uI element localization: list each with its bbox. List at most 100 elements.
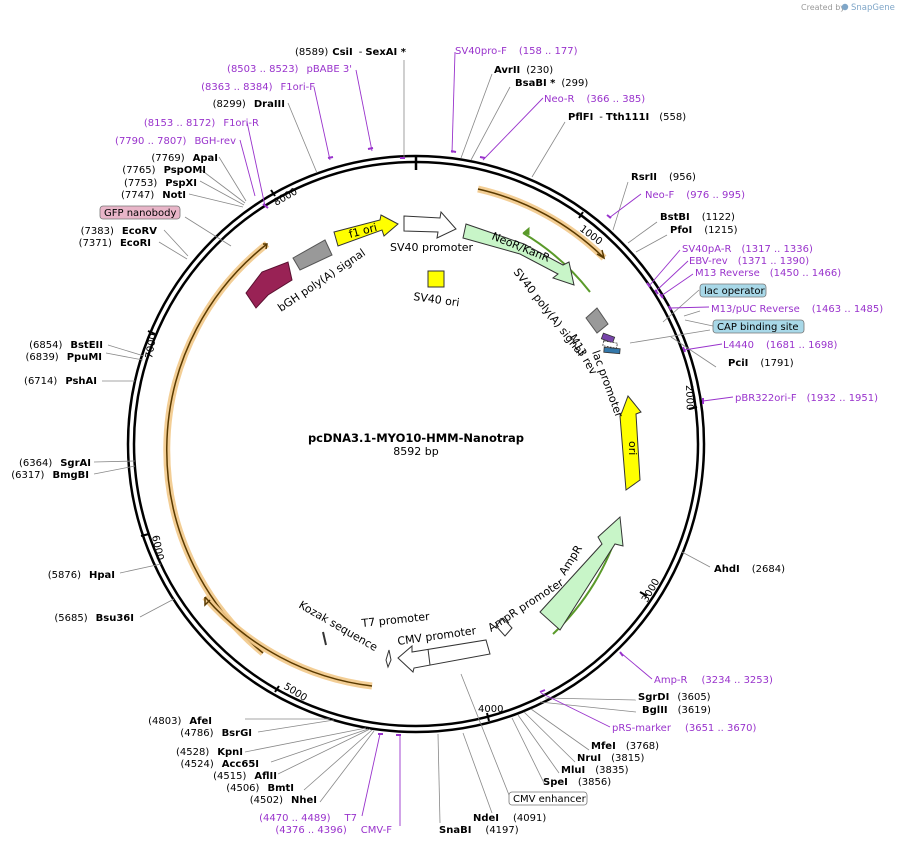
svg-text:M13 Reverse(1450 .. 1466): M13 Reverse(1450 .. 1466) xyxy=(695,268,841,279)
enzyme-pos: (4506) xyxy=(226,783,259,794)
svg-text:(7383)EcoRV: (7383)EcoRV xyxy=(81,226,158,237)
enzyme-pos: (3619) xyxy=(678,705,711,716)
enzyme-name: PfoI xyxy=(670,225,692,236)
enzyme-pos: (3768) xyxy=(626,741,659,752)
label-sv40-promoter: SV40 promoter xyxy=(390,241,474,254)
svg-text:(6839)PpuMI: (6839) PpuMI xyxy=(25,352,102,363)
watermark-brand: SnapGene xyxy=(851,3,895,13)
neor-arrow xyxy=(462,223,575,286)
svg-text:(4786)BsrGI: (4786)BsrGI xyxy=(180,728,252,739)
enzyme-pos: (299) xyxy=(561,78,588,89)
svg-text:BsaBI *(299): BsaBI *(299) xyxy=(515,78,588,89)
svg-text:SV40pro-F(158 .. 177): SV40pro-F(158 .. 177) xyxy=(455,46,578,57)
svg-text:MluI(3835): MluI(3835) xyxy=(561,765,629,776)
enzyme-name: PpuMI xyxy=(67,352,102,363)
enzyme-name: AhdI xyxy=(714,564,740,575)
enzyme-name: PspOMI xyxy=(164,165,206,176)
svg-text:NdeI(4091): NdeI (4091) xyxy=(473,813,546,824)
enzyme-pos: (230) xyxy=(526,65,553,76)
m13-rev-mark xyxy=(600,332,616,344)
svg-text:PflFI-Tth111I(558): PflFI-Tth111I(558) xyxy=(568,112,686,123)
cmv-enhancer-box xyxy=(508,791,588,806)
enzyme-name: Acc65I xyxy=(222,759,259,770)
svg-text:(4524)Acc65I: (4524)Acc65I xyxy=(181,759,260,770)
t7-promoter-mark xyxy=(385,649,392,669)
tick-6000: 6000 xyxy=(149,534,165,561)
enzyme-name: NdeI xyxy=(473,813,499,824)
svg-text:(7747)NotI: (7747) NotI xyxy=(121,190,186,201)
enzyme-name: BglII xyxy=(642,705,668,716)
primer-name: pBABE 3' xyxy=(306,64,352,75)
enzyme-pos: (2684) xyxy=(752,564,785,575)
label-f1-ori: f1 ori xyxy=(347,221,378,241)
svg-text:(6364)SgrAI: (6364)SgrAI xyxy=(19,458,91,469)
svg-text:(7371)EcoRI: (7371)EcoRI xyxy=(79,238,151,249)
enzyme-name: NheI xyxy=(291,795,317,806)
primer-name: M13/pUC Reverse xyxy=(711,304,800,315)
svg-text:(4376 .. 4396)CMV-F: (4376 .. 4396)CMV-F xyxy=(275,825,392,836)
svg-text:(8299)DraIII: (8299)DraIII xyxy=(213,99,285,110)
enzyme-pos: (7747) xyxy=(121,190,154,201)
enzyme-name: ApaI xyxy=(193,153,218,164)
enzyme-name: NotI xyxy=(162,190,186,201)
label-t7-promoter: T7 promoter xyxy=(360,610,431,630)
features xyxy=(245,210,642,673)
enzyme-pos: (3835) xyxy=(595,765,628,776)
svg-text:(7765)PspOMI: (7765)PspOMI xyxy=(122,165,206,176)
enzyme-name: NruI xyxy=(577,753,601,764)
enzyme-name: SexAI * xyxy=(365,47,406,58)
svg-text:(4515)AflII: (4515)AflII xyxy=(213,771,277,782)
primer-range: (8153 .. 8172) xyxy=(144,118,216,129)
plasmid-title: pcDNA3.1-MYO10-HMM-Nanotrap 8592 bp xyxy=(308,431,524,458)
enzyme-name: SgrAI xyxy=(60,458,91,469)
svg-text:PciI(1791): PciI(1791) xyxy=(728,358,794,369)
svg-text:SV40pA-R(1317 .. 1336): SV40pA-R(1317 .. 1336) xyxy=(682,244,813,255)
gfp-nanobody-box xyxy=(99,205,181,220)
enzyme-pos: (4197) xyxy=(485,825,518,836)
enzyme-pos: (5685) xyxy=(54,613,87,624)
svg-text:SpeI(3856): SpeI(3856) xyxy=(543,777,611,788)
enzyme-name: SpeI xyxy=(543,777,568,788)
enzyme-labels: (8589)CsiI-SexAI * AvrII(230) BsaBI *(29… xyxy=(11,47,794,836)
primer-name: Amp-R xyxy=(654,675,688,686)
svg-text:SgrDI(3605): SgrDI(3605) xyxy=(638,692,711,703)
svg-text:pBR322ori-F(1932 .. 1951): pBR322ori-F(1932 .. 1951) xyxy=(735,393,878,404)
svg-text:(4803)AfeI: (4803)AfeI xyxy=(148,716,212,727)
svg-text:(8153 .. 8172)F1ori-R: (8153 .. 8172)F1ori-R xyxy=(144,118,259,129)
enzyme-pos: (7769) xyxy=(151,153,184,164)
primer-range: (976 .. 995) xyxy=(686,190,745,201)
enzyme-pos: (8299) xyxy=(213,99,246,110)
sv40-promoter-arrow xyxy=(403,210,457,239)
svg-text:(6714)PshAI: (6714)PshAI xyxy=(24,376,97,387)
primer-range: (7790 .. 7807) xyxy=(115,136,187,147)
enzyme-name: EcoRI xyxy=(120,238,151,249)
cmv-enhancer-label: CMV enhancer xyxy=(513,794,587,805)
label-ori: ori xyxy=(626,441,639,455)
kozak-mark xyxy=(322,631,327,646)
enzyme-pos: (6839) xyxy=(25,352,58,363)
enzyme-pos: (4091) xyxy=(513,813,546,824)
svg-text:(7753)PspXI: (7753)PspXI xyxy=(124,178,197,189)
svg-text:(4528)KpnI: (4528)KpnI xyxy=(176,747,243,758)
enzyme-pos: (5876) xyxy=(48,570,81,581)
enzyme-name: MfeI xyxy=(591,741,616,752)
plasmid-length: 8592 bp xyxy=(393,445,438,458)
enzyme-name: SnaBI xyxy=(439,825,471,836)
enzyme-name: AfeI xyxy=(189,716,212,727)
primer-name: pBR322ori-F xyxy=(735,393,797,404)
enzyme-pos: (558) xyxy=(659,112,686,123)
primer-name: T7 xyxy=(344,813,357,824)
enzyme-pos: (3815) xyxy=(611,753,644,764)
ori-arrow xyxy=(619,395,642,491)
enzyme-pos: (4515) xyxy=(213,771,246,782)
primer-name: EBV-rev xyxy=(689,256,728,267)
primer-range: (4376 .. 4396) xyxy=(275,825,347,836)
enzyme-pos: (1215) xyxy=(704,225,737,236)
primer-range: (1371 .. 1390) xyxy=(738,256,810,267)
primer-name: Neo-F xyxy=(645,190,675,201)
enzyme-name: HpaI xyxy=(89,570,115,581)
snapgene-logo-icon xyxy=(841,3,849,11)
enzyme-pos: (1122) xyxy=(702,212,735,223)
enzyme-name: BstEII xyxy=(70,340,103,351)
enzyme-name: BsrGI xyxy=(222,728,252,739)
